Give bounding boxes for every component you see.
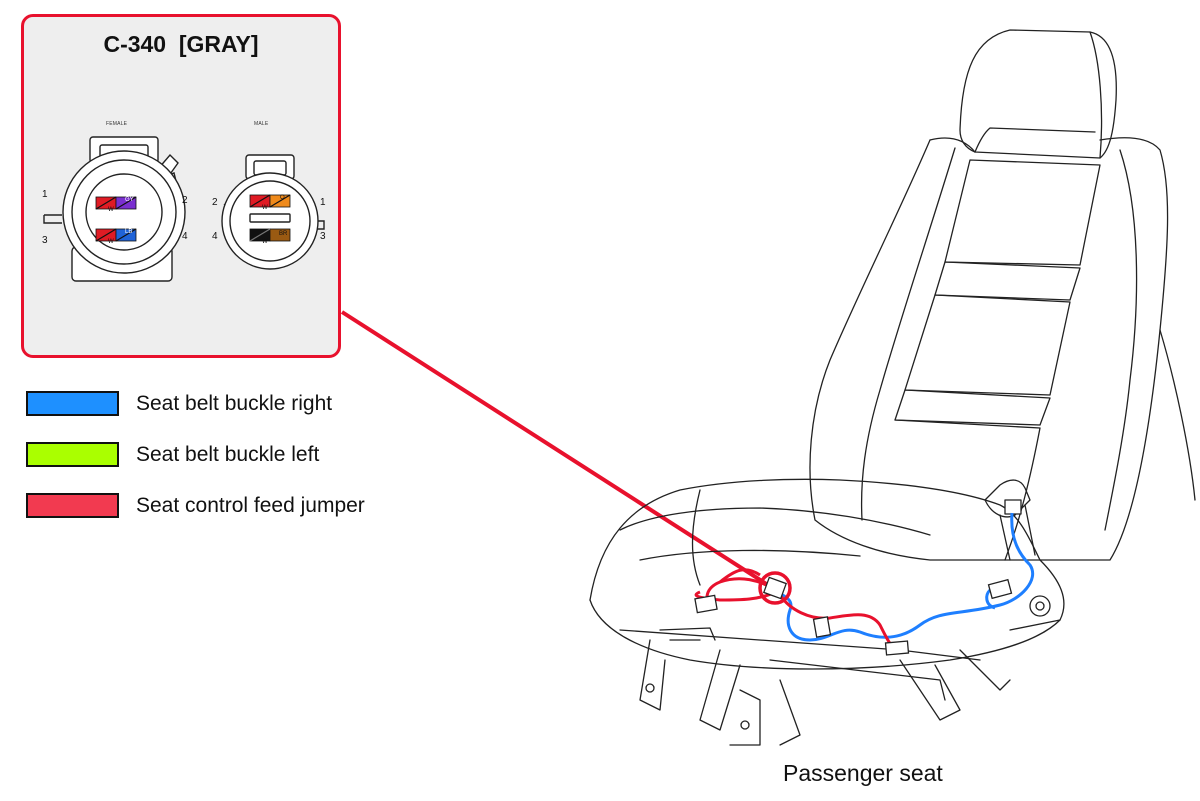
female-bottom-right-code: LB [125, 229, 133, 235]
connector-title: C-340 [GRAY] [103, 31, 259, 57]
callout-leader-line [340, 310, 770, 587]
male-wire-bottom [249, 228, 291, 242]
male-top-left-code: W [262, 205, 268, 211]
legend-label-belt-right: Seat belt buckle right [136, 392, 333, 415]
connector-inset: C-340 [GRAY] FEMALE MALE [21, 14, 341, 358]
female-pin-4: 4 [182, 231, 188, 242]
male-connector-label: MALE [254, 121, 269, 127]
legend-swatch-feed-jumper [26, 493, 119, 518]
connector-drawings [43, 136, 325, 282]
female-wire-top [95, 196, 137, 210]
female-pin-2: 2 [182, 195, 188, 206]
seat-caption: Passenger seat [783, 760, 943, 786]
female-pin-1: 1 [42, 189, 48, 200]
connector-highlight-circle [758, 571, 792, 605]
female-pin-3: 3 [42, 235, 48, 246]
male-wire-top [249, 194, 291, 208]
legend-swatch-belt-left [26, 442, 119, 467]
male-top-right-code: O [280, 195, 285, 201]
female-bottom-left-code: W [108, 239, 114, 245]
harness-red [694, 577, 897, 652]
legend-label-belt-left: Seat belt buckle left [136, 443, 320, 466]
male-pin-4: 4 [212, 231, 218, 242]
seat-outline [589, 29, 1196, 746]
harness-connectors [694, 576, 1013, 656]
male-pin-2: 2 [212, 197, 218, 208]
female-wire-bottom [95, 228, 137, 242]
legend-swatch-belt-right [26, 391, 119, 416]
male-pin-3: 3 [320, 231, 326, 242]
female-top-right-code: GY [125, 197, 134, 203]
male-bottom-right-code: BR [279, 231, 288, 237]
legend-label-feed-jumper: Seat control feed jumper [136, 494, 365, 517]
harness-blue [773, 512, 1035, 642]
male-pin-1: 1 [320, 197, 326, 208]
female-top-left-code: W [108, 207, 114, 213]
male-bottom-left-code: W [262, 239, 268, 245]
female-connector-label: FEMALE [106, 121, 128, 127]
